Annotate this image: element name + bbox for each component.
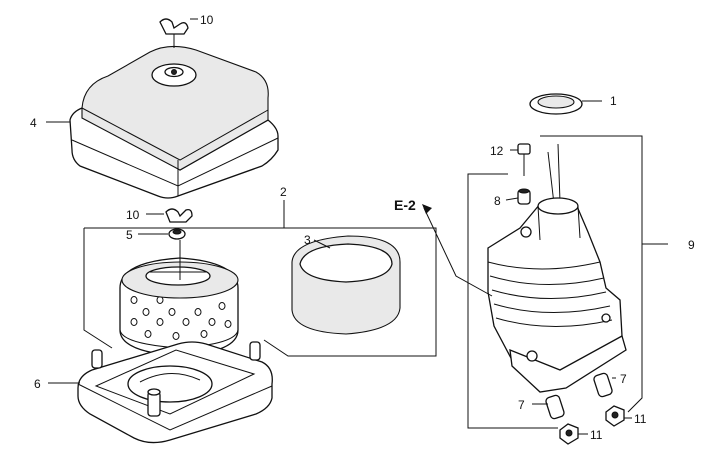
callout-2: 2 (280, 185, 287, 199)
callout-5: 5 (126, 228, 133, 242)
foam-element (291, 235, 401, 335)
callout-7-right: 7 (620, 372, 627, 386)
gasket-ring (529, 93, 583, 115)
callout-11-right: 11 (634, 412, 647, 426)
air-cleaner-base (77, 341, 273, 444)
wing-nut-top (159, 18, 189, 48)
callout-3: 3 (304, 233, 311, 247)
air-cleaner-elbow (119, 208, 239, 357)
callout-labels: 10 4 2 10 5 3 6 1 12 8 E-2 9 7 7 11 11 (30, 13, 695, 442)
callout-12: 12 (490, 144, 504, 158)
callout-11-left: 11 (590, 428, 603, 442)
bushings (545, 372, 613, 420)
reference-arrow-e2 (422, 204, 493, 297)
collar (517, 188, 531, 205)
callout-10-mid: 10 (126, 208, 140, 222)
leader-lines-right (505, 100, 632, 435)
air-cleaner-cover (69, 45, 279, 199)
flange-bolt (517, 143, 531, 176)
callout-1: 1 (610, 94, 617, 108)
group-bracket-2 (83, 200, 437, 357)
callout-6: 6 (34, 377, 41, 391)
leader-lines-left (46, 18, 331, 384)
callout-10-top: 10 (200, 13, 214, 27)
callout-4: 4 (30, 116, 37, 130)
group-bracket-9 (467, 135, 668, 429)
callout-9: 9 (688, 238, 695, 252)
flange-nuts (559, 405, 625, 445)
callout-7-left: 7 (518, 398, 525, 412)
reference-label-e2: E-2 (394, 197, 416, 213)
callout-8: 8 (494, 194, 501, 208)
muffler-assembly (487, 143, 627, 393)
